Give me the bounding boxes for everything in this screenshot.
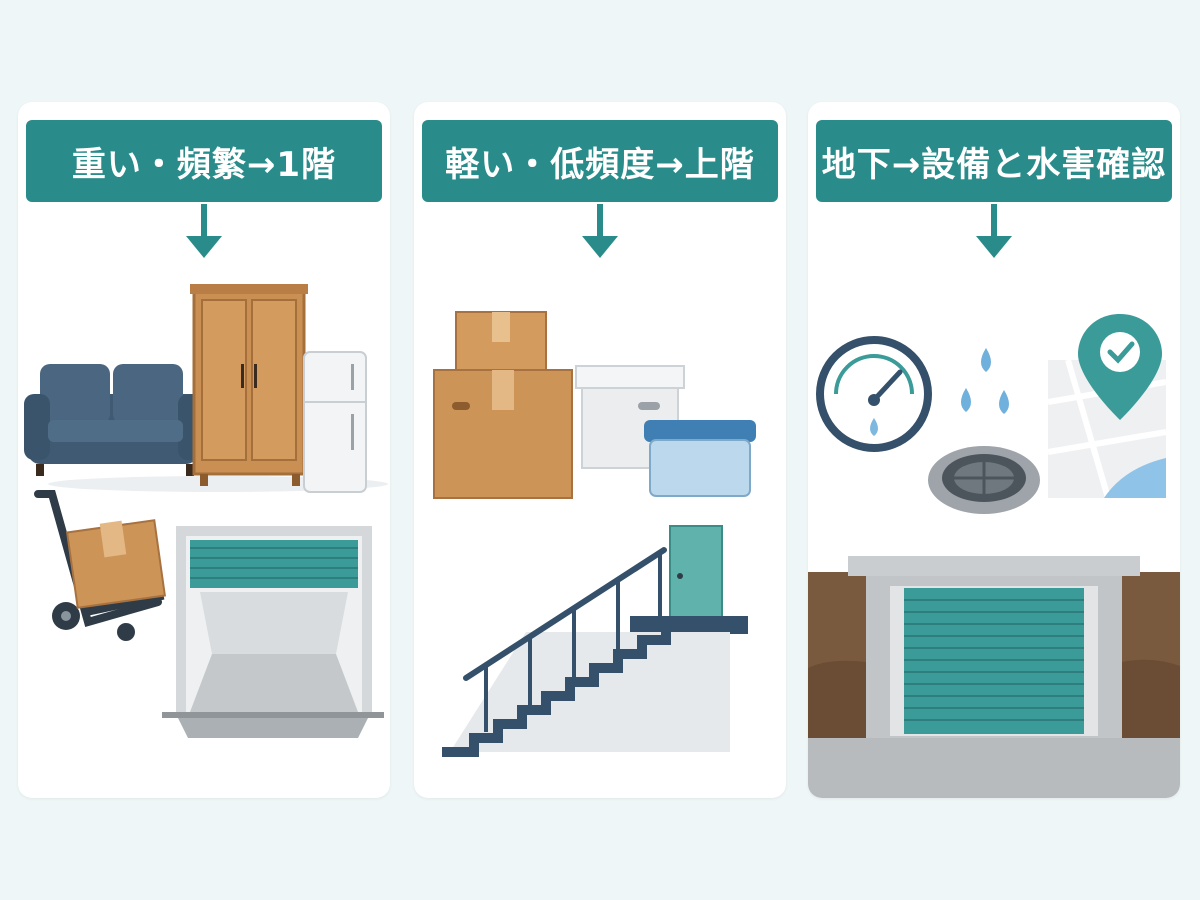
storage-unit-open-icon xyxy=(162,526,384,738)
basement-illustration xyxy=(808,314,1180,798)
staircase-icon xyxy=(442,547,671,757)
down-arrow-icon xyxy=(186,204,222,258)
pressure-gauge-icon xyxy=(816,336,932,452)
panel-ground-floor: 重い・頻繁→1階 xyxy=(18,102,390,798)
panel-title: 重い・頻繁→1階 xyxy=(26,120,382,202)
hazard-map-icon xyxy=(1047,314,1167,499)
sofa-icon xyxy=(24,364,204,476)
plastic-container-icon xyxy=(644,420,756,497)
refrigerator-icon xyxy=(303,351,367,493)
hand-truck-icon xyxy=(34,490,166,641)
down-arrow-icon xyxy=(582,204,618,258)
wardrobe-icon xyxy=(190,284,308,486)
cardboard-boxes-icon xyxy=(433,311,573,499)
panel-title: 軽い・低頻度→上階 xyxy=(422,120,778,202)
water-drops-icon xyxy=(961,348,1009,414)
upper-floor-illustration xyxy=(433,311,756,757)
panel-title: 地下→設備と水害確認 xyxy=(816,120,1172,202)
panel-upper-floor: 軽い・低頻度→上階 xyxy=(414,102,786,798)
panel-basement: 地下→設備と水害確認 xyxy=(808,102,1180,798)
drain-cover-icon xyxy=(928,446,1040,514)
down-arrow-icon xyxy=(976,204,1012,258)
ground-floor-illustration xyxy=(24,284,388,738)
basement-shutter-icon xyxy=(808,556,1180,798)
upper-floor-door-icon xyxy=(450,525,748,752)
